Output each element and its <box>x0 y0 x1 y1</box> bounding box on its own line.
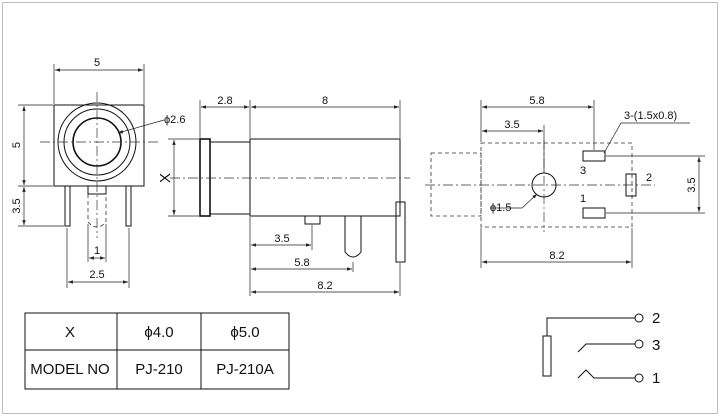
schematic: 2 3 1 <box>542 310 660 387</box>
bottom-hole-label: ϕ1.5 <box>490 202 511 214</box>
front-view-center-pin <box>87 194 107 228</box>
side-view: 2.8 8 X 3.5 5.8 8.2 <box>157 95 410 296</box>
front-height-label: 5 <box>11 142 23 148</box>
table-cell-model-no: MODEL NO <box>30 361 109 378</box>
schematic-terminal-3 <box>634 339 644 349</box>
bottom-length-label: 8.2 <box>549 250 564 262</box>
side-body-label: 8 <box>322 95 328 107</box>
front-width-label: 5 <box>94 57 100 69</box>
side-view-pin-bent <box>395 201 406 263</box>
table-cell-pj210a: PJ-210A <box>216 361 274 378</box>
bottom-offset-label: 3.5 <box>504 119 519 131</box>
bottom-view-pad-3 <box>582 150 606 162</box>
bottom-width-label: 5.8 <box>529 95 544 107</box>
bottom-view-pad-number-1: 1 <box>580 193 586 205</box>
side-view-pin-round <box>344 216 362 258</box>
front-view-right-pin <box>125 185 132 227</box>
side-nose-label: 2.8 <box>217 95 232 107</box>
schematic-label-1: 1 <box>652 370 660 387</box>
side-view-flange <box>199 138 211 217</box>
front-view: 5 5 3.5 1 2.5 ϕ2.6 <box>11 57 185 288</box>
front-pin-height-label: 3.5 <box>11 198 23 213</box>
table-header-phi4: ϕ4.0 <box>144 324 173 341</box>
side-pin2-label: 5.8 <box>294 257 309 269</box>
side-overall-label: 8.2 <box>317 280 332 292</box>
schematic-wire-2 <box>546 317 635 336</box>
side-view-body <box>249 138 401 217</box>
bottom-view-pad-number-2: 2 <box>646 172 652 184</box>
bottom-view-pad-1 <box>582 207 606 219</box>
table-header-phi5: ϕ5.0 <box>230 324 259 341</box>
schematic-terminal-2 <box>634 313 644 323</box>
schematic-label-2: 2 <box>652 310 660 327</box>
schematic-wire-3 <box>577 343 635 353</box>
bottom-view-nose <box>430 152 482 217</box>
schematic-wire-1 <box>577 369 635 379</box>
bottom-view-pad-number-3: 3 <box>580 165 586 177</box>
side-diameter-label: X <box>157 173 174 183</box>
side-view-pin-small <box>304 215 321 225</box>
front-pin-pitch-label: 2.5 <box>89 269 104 281</box>
schematic-label-3: 3 <box>652 337 660 354</box>
bottom-view: 3 2 1 5.8 3.5 3-(1.5x0.8) ϕ1.5 3.5 8.2 <box>425 95 705 268</box>
schematic-sleeve <box>542 335 552 377</box>
table-cell-pj210: PJ-210 <box>135 361 183 378</box>
table-header-x: X <box>65 324 75 341</box>
bottom-pad-label: 3-(1.5x0.8) <box>624 110 677 122</box>
front-hole-leader <box>117 119 165 134</box>
front-view-pin-base <box>87 185 107 195</box>
front-hole-label: ϕ2.6 <box>164 114 185 126</box>
model-table-border <box>24 312 290 390</box>
bottom-height-label: 3.5 <box>686 177 698 192</box>
front-view-left-pin <box>64 185 71 227</box>
bottom-view-hole <box>531 172 557 198</box>
bottom-pad-leader <box>603 122 690 154</box>
schematic-terminal-1 <box>634 373 644 383</box>
model-table: X ϕ4.0 ϕ5.0 MODEL NO PJ-210 PJ-210A <box>24 312 290 390</box>
bottom-view-pad-2 <box>625 173 637 197</box>
front-pin-width-label: 1 <box>94 245 100 257</box>
side-pin1-label: 3.5 <box>274 233 289 245</box>
